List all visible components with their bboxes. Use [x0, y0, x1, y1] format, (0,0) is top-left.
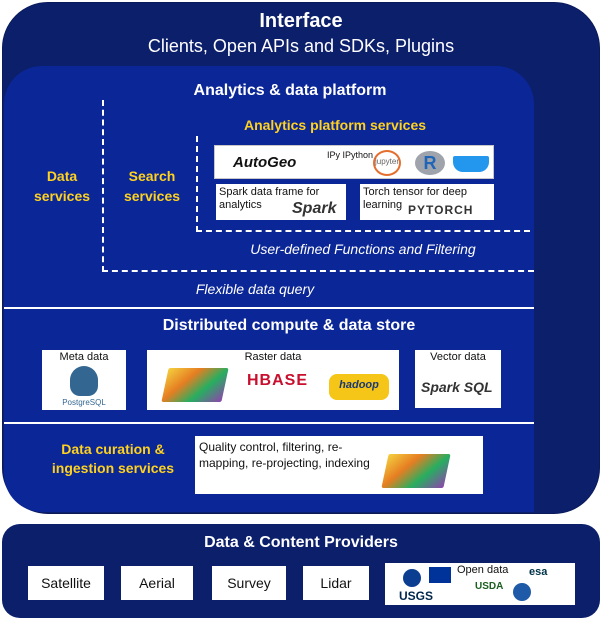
provider-satellite: Satellite	[28, 566, 104, 600]
raster-data-box: Raster data HBASE hadoop	[147, 350, 399, 410]
postgresql-label: PostgreSQL	[62, 398, 106, 407]
analytics-platform-title: Analytics & data platform	[193, 82, 387, 99]
usda-logo: USDA	[475, 581, 504, 592]
r-logo-icon	[415, 151, 445, 175]
interface-title: Interface	[259, 10, 343, 32]
spark-logo: Spark	[292, 200, 337, 217]
providers-title: Data & Content Providers	[204, 534, 398, 551]
r-logo-letter: R	[423, 153, 437, 173]
open-data-box: Open data USGS USDA esa	[385, 563, 575, 605]
analytics-tools-logos: AutoGeo IPy IPython jupyter R	[214, 145, 494, 179]
spark-dataframe-text: Spark data frame for analytics	[219, 186, 320, 211]
metadata-box: Meta data PostgreSQL	[42, 350, 126, 410]
provider-survey: Survey	[212, 566, 286, 600]
usgs-logo: USGS	[399, 589, 434, 603]
postgresql-elephant-icon	[70, 366, 98, 396]
spark-sql-logo: Spark SQL	[421, 379, 493, 395]
eu-flag-icon	[429, 567, 451, 583]
search-services-boundary-left	[196, 136, 198, 232]
udf-label: User-defined Functions and Filtering	[250, 241, 476, 257]
ipython-logo: IPy IPython	[327, 150, 374, 160]
raster-data-label: Raster data	[244, 351, 302, 363]
provider-lidar: Lidar	[303, 566, 369, 600]
provider-aerial: Aerial	[121, 566, 193, 600]
esa-logo: esa	[529, 566, 548, 578]
vector-data-box: Vector data Spark SQL	[415, 350, 501, 408]
compute-divider	[4, 307, 534, 309]
data-services-boundary-bottom	[102, 270, 534, 272]
noaa-icon	[513, 583, 531, 601]
torch-tensor-text: Torch tensor for deep learning	[363, 186, 467, 211]
hadoop-logo: hadoop	[339, 379, 379, 391]
autogeo-logo: AutoGeo	[233, 154, 297, 171]
compute-store-title: Distributed compute & data store	[162, 317, 416, 334]
quality-control-box: Quality control, filtering, re-mapping, …	[195, 436, 483, 494]
hadoop-elephant-icon	[329, 374, 389, 400]
interface-subtitle: Clients, Open APIs and SDKs, Plugins	[147, 36, 455, 56]
data-services-boundary-left	[102, 100, 104, 272]
search-services-boundary-bottom	[196, 230, 530, 232]
data-curation-label: Data curation & ingestion services	[51, 441, 175, 476]
open-data-label: Open data	[457, 564, 509, 576]
pytorch-logo: PYTORCH	[408, 203, 474, 217]
quality-control-text: Quality control, filtering, re-mapping, …	[199, 440, 370, 470]
vector-data-label: Vector data	[430, 351, 486, 363]
flexible-query-label: Flexible data query	[195, 281, 315, 297]
torch-tensor-box: Torch tensor for deep learning PYTORCH	[360, 184, 494, 220]
metadata-label: Meta data	[59, 351, 109, 363]
raster-stack-image	[381, 454, 451, 488]
data-services-label: Data services	[33, 168, 91, 204]
curation-divider	[4, 422, 534, 424]
analytics-platform-services-title: Analytics platform services	[243, 117, 427, 133]
docker-icon	[453, 156, 489, 172]
nasa-icon	[403, 569, 421, 587]
search-services-label: Search services	[123, 168, 181, 204]
jupyter-icon	[373, 150, 401, 176]
hbase-logo: HBASE	[247, 372, 309, 389]
jupyter-label: jupyter	[374, 157, 399, 166]
raster-stack-image	[161, 368, 229, 402]
spark-dataframe-box: Spark data frame for analytics Spark	[216, 184, 346, 220]
